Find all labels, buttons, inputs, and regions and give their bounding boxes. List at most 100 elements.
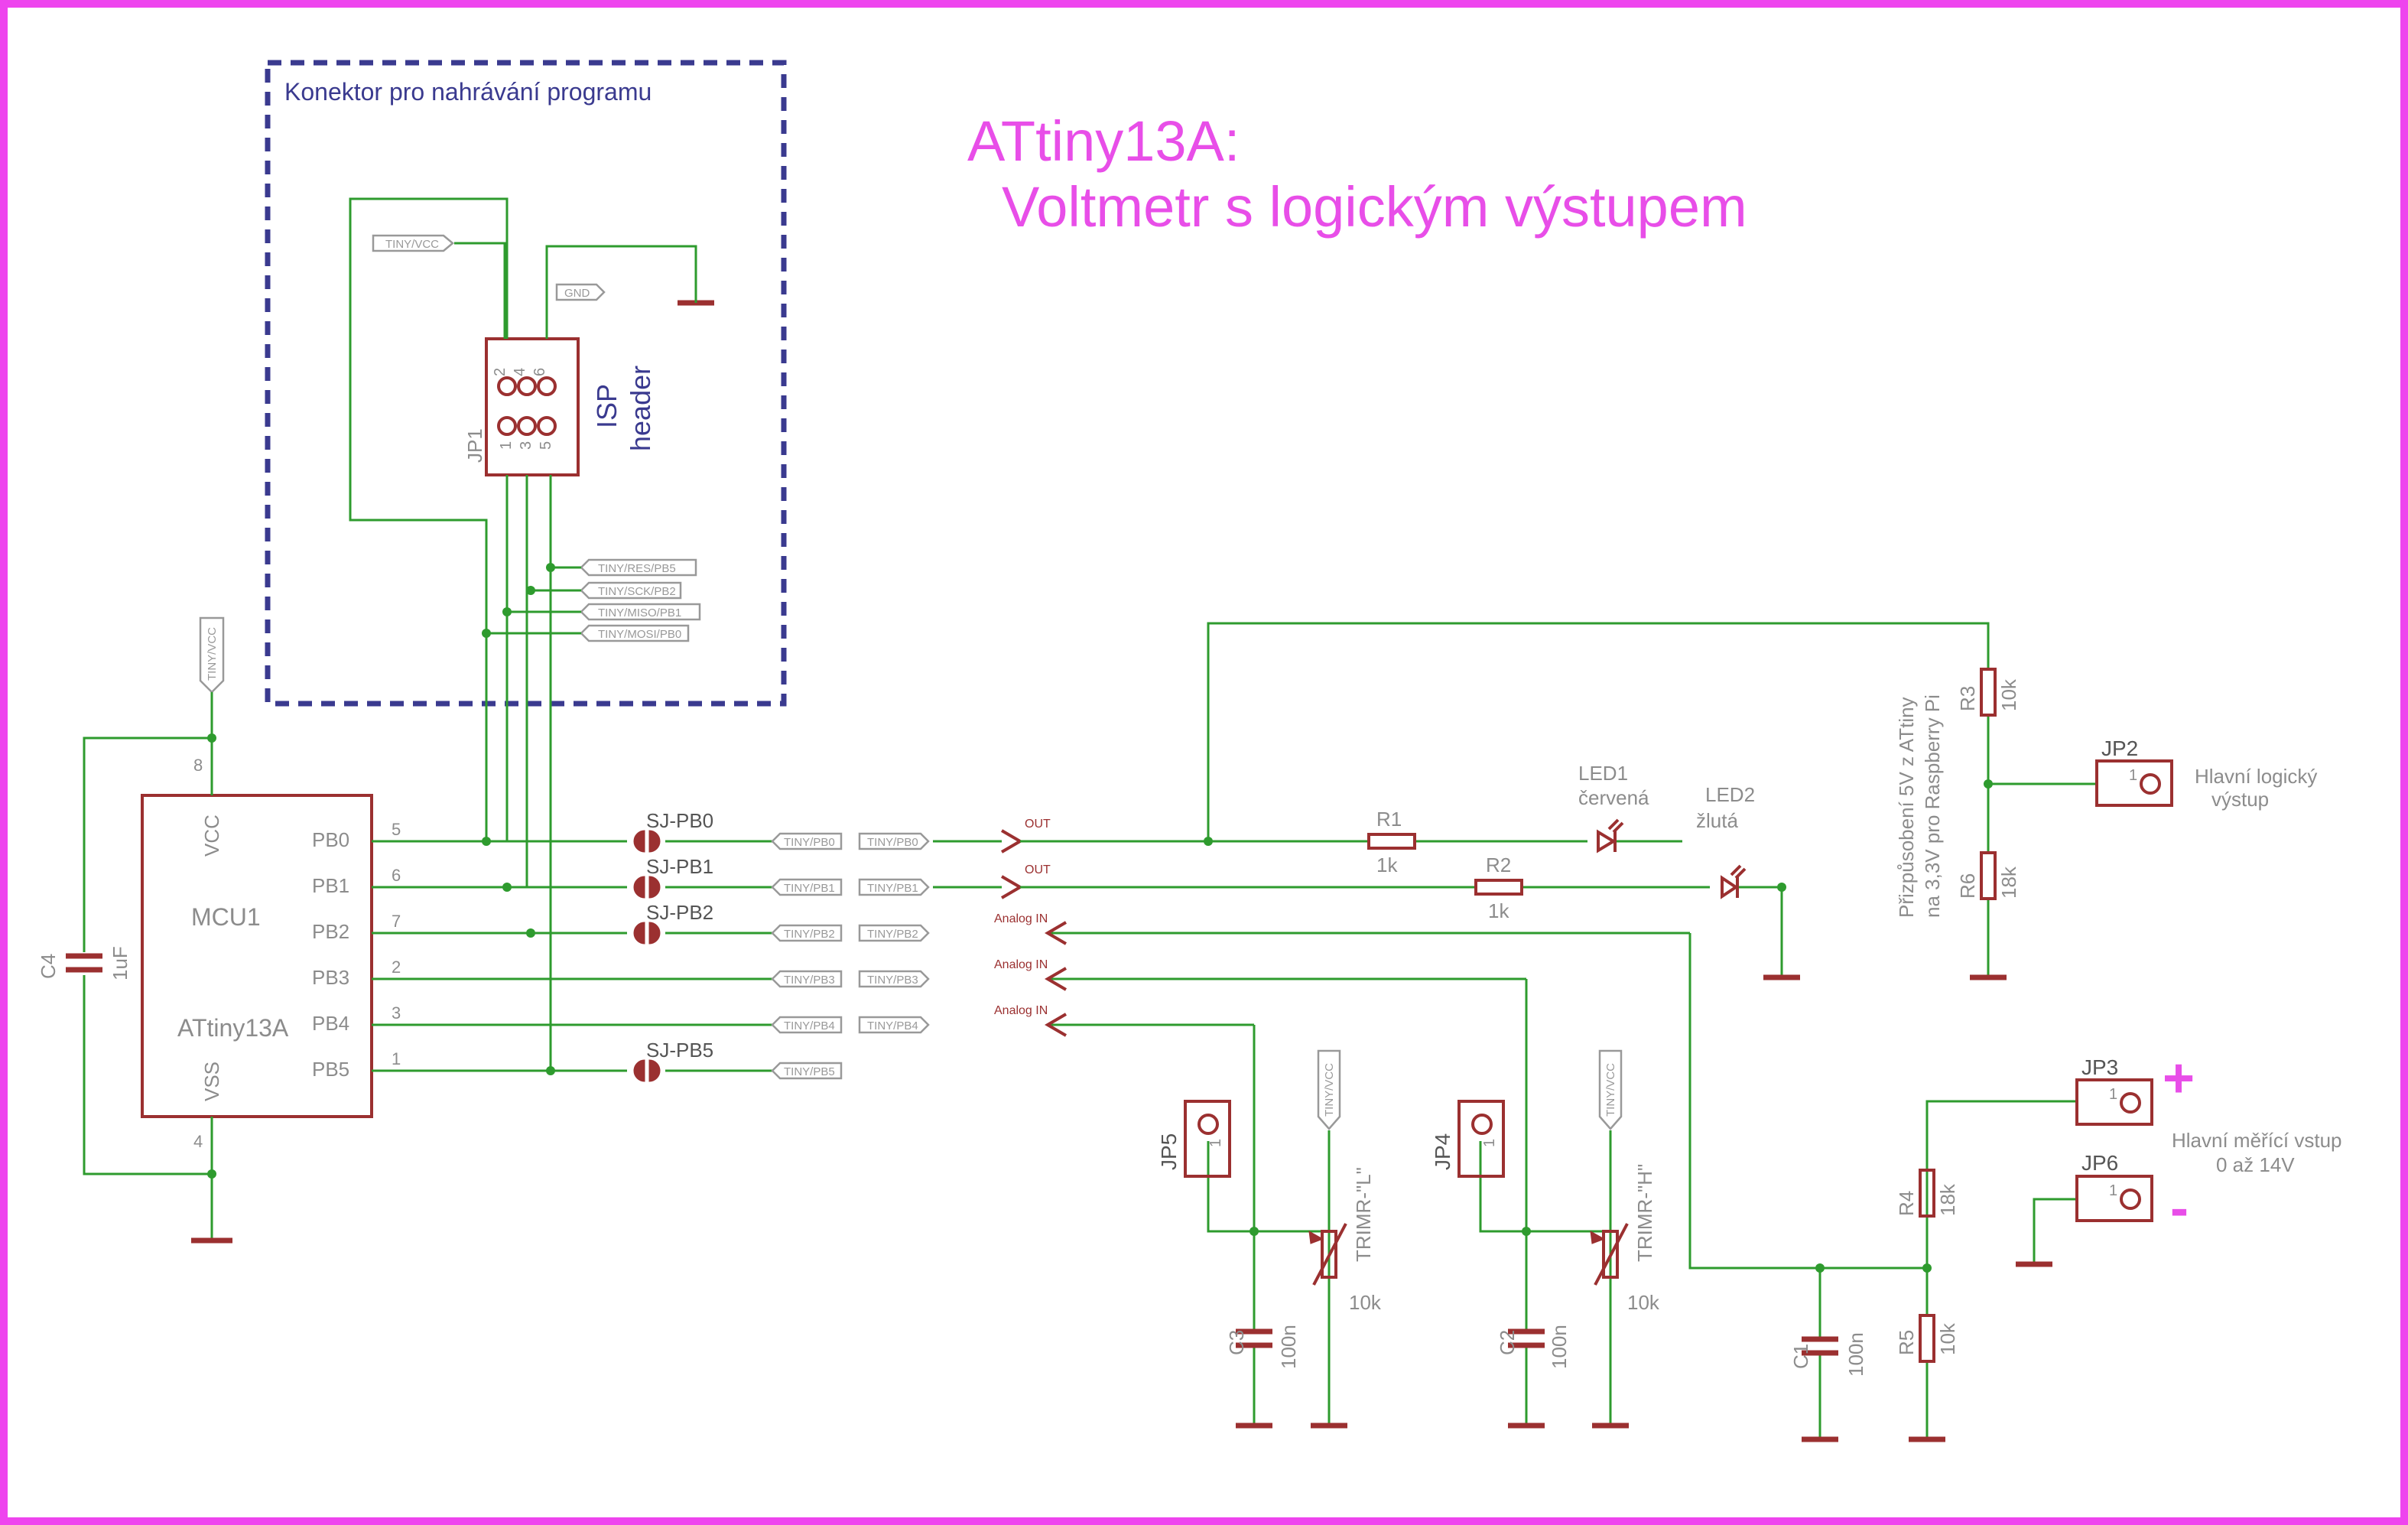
junction-dots [207, 563, 1993, 1273]
net-flag-right-pb4: TINY/PB4 [867, 1019, 918, 1032]
divider-note-2: na 3,3V pro Raspberry Pi [1921, 694, 1944, 918]
r2-ref: R2 [1486, 854, 1511, 876]
r5-ref: R5 [1895, 1330, 1918, 1355]
r2-resistor: R2 1k [1474, 854, 1523, 922]
solder-jumpers: SJ-PB0 SJ-PB1 SJ-PB2 SJ-PB5 [633, 809, 713, 1082]
isp-header-label-2: header [625, 366, 656, 451]
r4-value: 18k [1936, 1183, 1959, 1216]
r5-value: 10k [1936, 1322, 1959, 1355]
flag-sck-pb2: TINY/SCK/PB2 [598, 585, 676, 598]
r5-resistor: R5 10k [1895, 1314, 1959, 1363]
c2-value: 100n [1548, 1325, 1571, 1369]
isp-right-flags: TINY/RES/PB5 TINY/SCK/PB2 TINY/MISO/PB1 … [580, 558, 701, 642]
r3-ref: R3 [1956, 686, 1979, 711]
mcu-pb1-label: PB1 [312, 874, 349, 897]
flag-isp-gnd [555, 283, 606, 301]
mcu1: MCU1 ATtiny13A VCC VSS 8 4 PB0 PB1 PB2 P… [141, 616, 401, 1151]
mcu-pin-8: 8 [193, 756, 203, 775]
sj-pb5-label: SJ-PB5 [646, 1039, 713, 1062]
jp2-ref: JP2 [2101, 736, 2138, 760]
mcu-pin-3: 3 [392, 1003, 401, 1023]
mcu-pin-6: 6 [392, 866, 401, 885]
isp-ref-jp1: JP1 [463, 428, 486, 463]
r6-value: 18k [1997, 866, 2020, 899]
signal-analog-pb4: Analog IN [994, 1004, 1048, 1017]
net-flags-left: TINY/PB0 TINY/PB1 TINY/PB2 TINY/PB3 TINY… [771, 832, 843, 1080]
title-line-2: Voltmetr s logickým výstupem [1002, 175, 1747, 239]
jp6-minus-sign: - [2170, 1178, 2189, 1239]
jp5-connector: JP5 1 [1157, 1100, 1231, 1178]
signal-analog-pb2: Analog IN [994, 912, 1048, 925]
jp6-ref: JP6 [2081, 1151, 2118, 1175]
flag-mcu-vcc [199, 616, 225, 694]
sj-pb1-label: SJ-PB1 [646, 855, 713, 878]
trimmer-h-value: 10k [1627, 1291, 1660, 1314]
signal-out-pb0: OUT [1025, 818, 1051, 831]
jp2-label-2: výstup [2211, 788, 2269, 811]
isp-header-label-1: ISP [591, 384, 622, 428]
jp2-pin: 1 [2129, 767, 2137, 784]
r6-ref: R6 [1956, 873, 1979, 899]
trimmer-h-ref: TRIMR-"H" [1633, 1164, 1656, 1262]
mcu-pin-5: 5 [392, 820, 401, 839]
led1-value: červená [1578, 786, 1649, 809]
net-flag-right-pb2: TINY/PB2 [867, 928, 918, 941]
c1-value: 100n [1844, 1332, 1867, 1377]
isp-pin-1: 1 [498, 441, 515, 450]
jp3-connector: JP3 1 + [2075, 1048, 2195, 1126]
flag-isp-gnd-text: GND [564, 287, 590, 300]
isp-caption: Konektor pro nahrávání programu [284, 78, 652, 106]
net-flag-right-pb0: TINY/PB0 [867, 836, 918, 849]
led2-value: žlutá [1696, 809, 1738, 832]
jp6-connector: JP6 1 - [2075, 1151, 2189, 1239]
c1-capacitor: C1 100n [1789, 1332, 1867, 1377]
r3-resistor: R3 10k [1956, 668, 2020, 717]
isp-header-body [485, 337, 580, 476]
net-flag-left-pb4: TINY/PB4 [784, 1019, 835, 1032]
flag-mcu-vcc-text: TINY/VCC [206, 627, 219, 681]
mcu-ref: MCU1 [191, 903, 261, 931]
r4-ref: R4 [1895, 1191, 1918, 1216]
isp-pin-5: 5 [538, 441, 554, 450]
sj-pb0: SJ-PB0 [633, 809, 713, 853]
flag-isp-vcc [372, 234, 454, 252]
measure-input-label-1: Hlavní měřící vstup [2172, 1129, 2342, 1152]
net-flag-left-pb2: TINY/PB2 [784, 928, 835, 941]
isp-wires [349, 197, 697, 1067]
flag-isp-vcc-text: TINY/VCC [385, 238, 439, 251]
trimmer-l: TRIMR-"L" 10k TINY/VCC [1308, 1049, 1382, 1314]
jp2-label-1: Hlavní logický [2195, 765, 2317, 788]
jp3-ref: JP3 [2081, 1055, 2118, 1079]
net-flag-left-pb5: TINY/PB5 [784, 1065, 835, 1078]
jp5-ref: JP5 [1157, 1133, 1181, 1170]
r1-ref: R1 [1376, 808, 1402, 831]
r1-resistor: R1 1k [1367, 808, 1416, 876]
trim-h-wires [1479, 979, 1612, 1424]
mcu-pin-1: 1 [392, 1049, 401, 1068]
trimmer-l-flag: TINY/VCC [1323, 1063, 1336, 1117]
isp-pins [497, 376, 557, 436]
c4-value: 1uF [109, 946, 132, 980]
mcu-pin-2: 2 [392, 958, 401, 977]
measure-wires [1688, 933, 2077, 1438]
c2-capacitor: C2 100n [1496, 1325, 1571, 1369]
isp-pin-4: 4 [512, 368, 528, 376]
isp-dashed-frame [265, 60, 787, 707]
trimmer-l-value: 10k [1349, 1291, 1382, 1314]
mcu-body [141, 794, 373, 1118]
c1-ref: C1 [1789, 1344, 1812, 1369]
jp3-pin: 1 [2109, 1086, 2117, 1103]
trimmer-h-flag: TINY/VCC [1604, 1063, 1617, 1117]
jp6-pin: 1 [2109, 1182, 2117, 1199]
mcu-vss-label: VSS [200, 1062, 223, 1101]
pb-signal-wires [372, 840, 1690, 1072]
flag-res-pb5: TINY/RES/PB5 [598, 562, 676, 575]
sj-pb1: SJ-PB1 [633, 855, 713, 899]
net-flag-right-pb3: TINY/PB3 [867, 974, 918, 987]
r1-value: 1k [1376, 854, 1398, 876]
c3-value: 100n [1277, 1325, 1300, 1369]
sj-pb5: SJ-PB5 [633, 1039, 713, 1082]
divider-note-1: Přizpůsobení 5V z ATtiny [1895, 697, 1918, 918]
signal-markers: OUT OUT Analog IN Analog IN Analog IN [994, 818, 1068, 1037]
